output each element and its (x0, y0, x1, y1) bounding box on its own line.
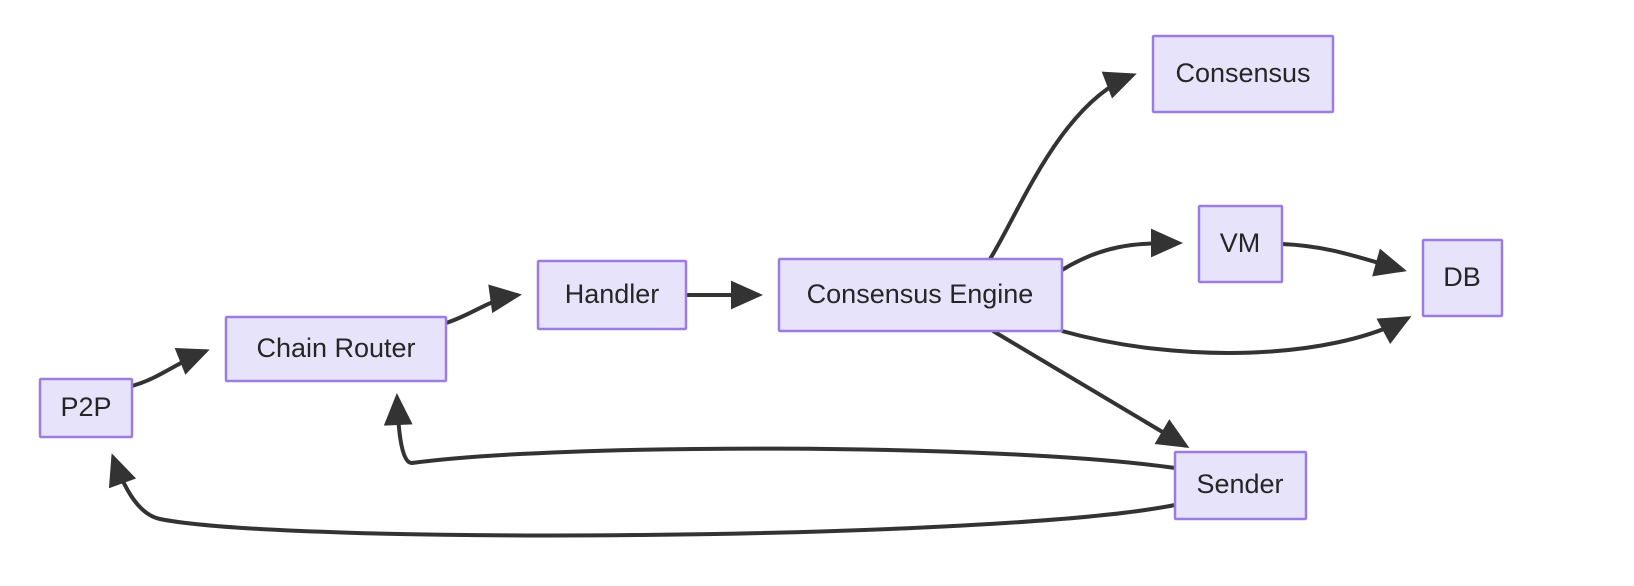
node-db[interactable]: DB (1421, 238, 1504, 318)
node-chain-router[interactable]: Chain Router (224, 315, 448, 383)
node-consensus[interactable]: Consensus (1151, 34, 1335, 114)
node-sender[interactable]: Sender (1173, 450, 1308, 521)
node-sender-box[interactable] (1173, 450, 1308, 521)
edge-chain-router-to-handler (445, 284, 522, 325)
node-handler-box[interactable] (536, 259, 688, 331)
edge-consensus-engine-to-db (1061, 316, 1412, 355)
node-db-box[interactable] (1421, 238, 1504, 318)
node-consensus-engine-box[interactable] (777, 257, 1064, 333)
edge-p2p-to-chain-router (131, 348, 210, 388)
edge-sender-to-chain-router (383, 393, 1176, 470)
node-consensus-engine[interactable]: Consensus Engine (777, 257, 1064, 333)
edge-consensus-engine-to-sender (991, 329, 1190, 449)
edge-layer (108, 71, 1412, 538)
node-p2p[interactable]: P2P (38, 377, 134, 439)
edge-sender-to-p2p (108, 453, 1176, 538)
node-vm[interactable]: VM (1197, 204, 1284, 284)
node-p2p-box[interactable] (38, 377, 134, 439)
node-chain-router-box[interactable] (224, 315, 448, 383)
edge-consensus-engine-to-consensus (988, 71, 1137, 261)
node-vm-box[interactable] (1197, 204, 1284, 284)
node-layer: P2P Chain Router Handler Consensus Engin… (38, 34, 1504, 521)
edge-consensus-engine-to-vm (1060, 228, 1183, 272)
node-handler[interactable]: Handler (536, 259, 688, 331)
node-consensus-box[interactable] (1151, 34, 1335, 114)
edge-vm-to-db (1281, 242, 1407, 277)
